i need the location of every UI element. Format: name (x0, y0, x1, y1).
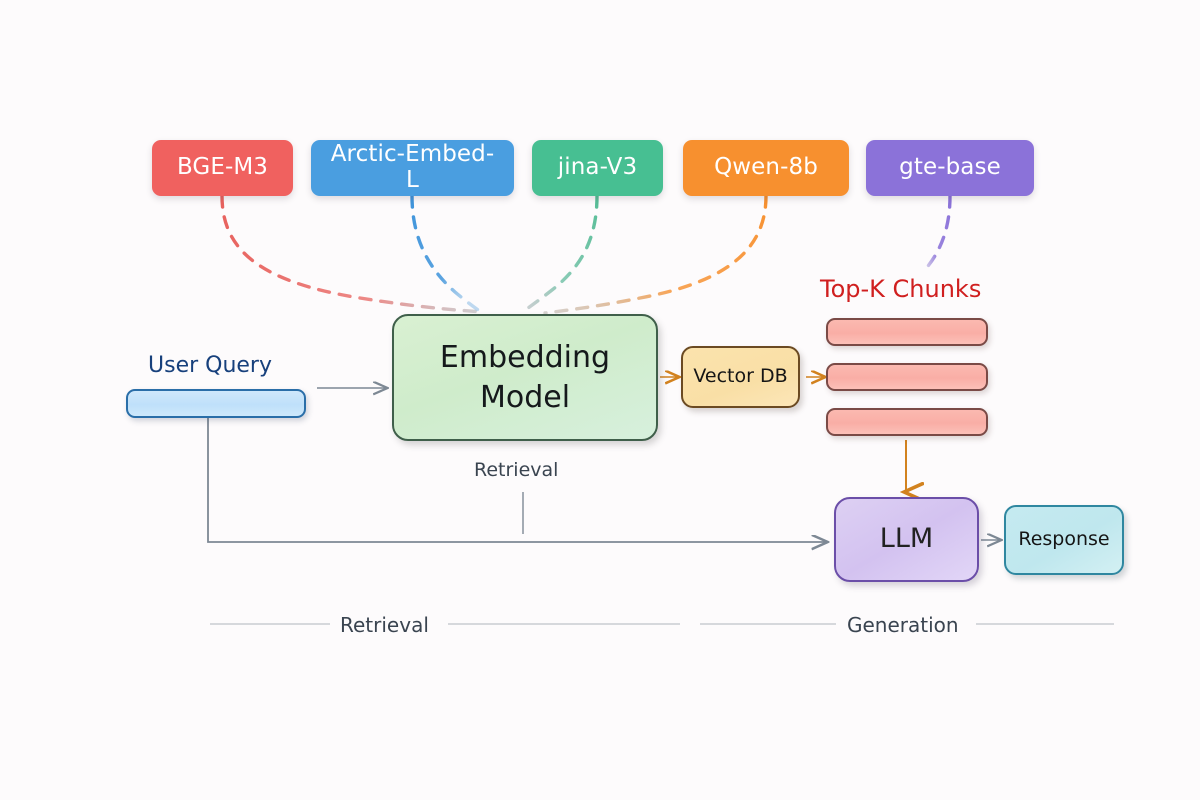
model-pill-arctic-embed-l[interactable]: Arctic-Embed-L (311, 140, 514, 196)
phase-label-retrieval: Retrieval (340, 613, 429, 637)
embedding-model-line2: Model (479, 379, 571, 415)
chunk-item[interactable] (826, 318, 988, 346)
model-curve-jina-v3 (519, 194, 599, 315)
chunk-item[interactable] (826, 408, 988, 436)
retrieval-annotation: Retrieval (474, 459, 559, 481)
model-pill-gte-base[interactable]: gte-base (866, 140, 1034, 196)
model-curve-gte-base (926, 194, 952, 268)
user-query-input[interactable] (126, 389, 306, 418)
vector-db-label: Vector DB (693, 365, 788, 388)
model-pill-label: BGE-M3 (176, 154, 269, 181)
model-pill-bge-m3[interactable]: BGE-M3 (152, 140, 293, 196)
response-node[interactable]: Response (1004, 505, 1124, 575)
model-pill-label: Qwen-8b (714, 154, 818, 181)
response-label: Response (1018, 528, 1110, 551)
model-pill-label: Arctic-Embed-L (330, 141, 495, 193)
chunk-item[interactable] (826, 363, 988, 391)
llm-label: LLM (879, 523, 934, 555)
model-curve-arctic-embed-l (410, 194, 486, 316)
model-pill-label: jina-V3 (557, 154, 638, 181)
model-curve-bge-m3 (220, 194, 487, 314)
phase-label-generation: Generation (847, 613, 959, 637)
top-k-chunks-label: Top-K Chunks (820, 275, 982, 303)
model-pill-qwen-8b[interactable]: Qwen-8b (683, 140, 849, 196)
embedding-model-line1: Embedding (439, 339, 611, 375)
model-pill-label: gte-base (899, 154, 1001, 181)
vector-db-node[interactable]: Vector DB (681, 346, 800, 408)
model-curve-qwen-8b (543, 194, 768, 315)
user-query-label: User Query (148, 353, 272, 378)
llm-node[interactable]: LLM (834, 497, 979, 582)
model-pill-jina-v3[interactable]: jina-V3 (532, 140, 663, 196)
embedding-model-node[interactable]: Embedding Model (392, 314, 658, 441)
